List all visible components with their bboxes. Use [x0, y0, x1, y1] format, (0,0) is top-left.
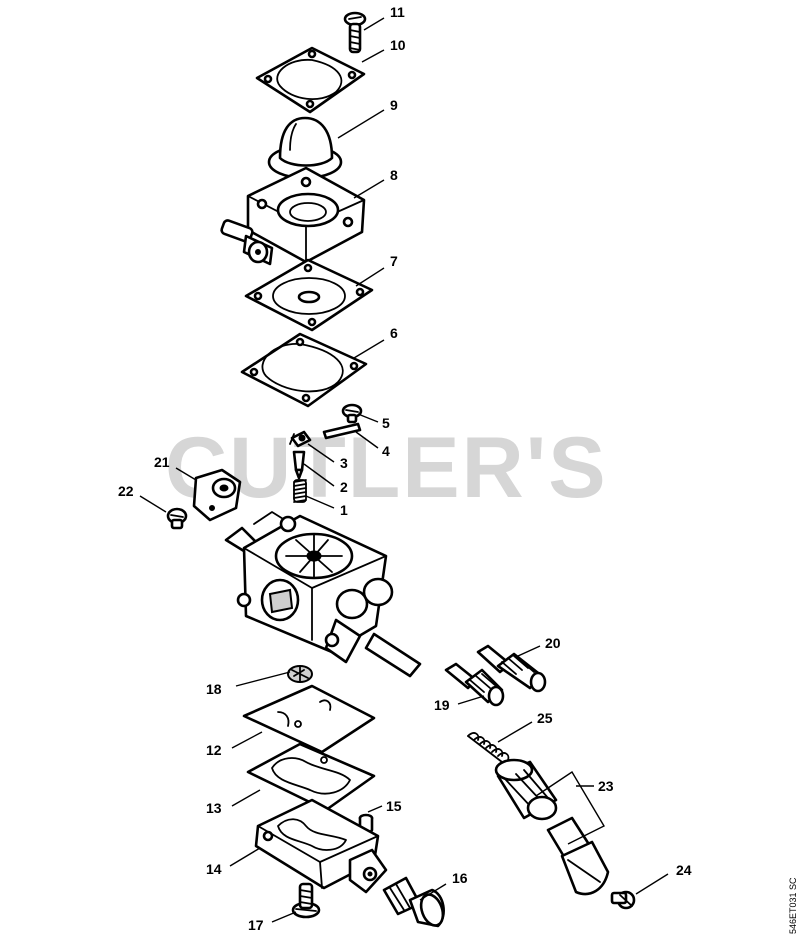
part-10-gasket[interactable]: [255, 46, 366, 114]
part-14-cover[interactable]: [254, 798, 388, 894]
part-3-control-lever[interactable]: [289, 430, 312, 448]
callout-3: 3: [340, 455, 348, 471]
part-25-spring[interactable]: [467, 732, 510, 763]
callout-19: 19: [434, 697, 450, 713]
part-12-diaphragm[interactable]: [242, 684, 376, 754]
part-23-knob-assembly[interactable]: [494, 758, 610, 896]
callout-20: 20: [545, 635, 561, 651]
callout-11: 11: [390, 4, 405, 20]
part-11-screw[interactable]: [343, 11, 367, 54]
callout-17: 17: [248, 917, 264, 933]
callout-12: 12: [206, 742, 222, 758]
part-6-gasket[interactable]: [240, 332, 368, 408]
callout-18: 18: [206, 681, 222, 697]
callout-16: 16: [452, 870, 468, 886]
callout-labels: 11 10 9 8 7 6 5 4 3 2 1 21 22 20 19 25 2…: [118, 4, 692, 933]
callout-24: 24: [676, 862, 692, 878]
callout-6: 6: [390, 325, 398, 341]
part-5-screw[interactable]: [341, 403, 363, 424]
callout-8: 8: [390, 167, 398, 183]
callout-21: 21: [154, 454, 170, 470]
callout-5: 5: [382, 415, 390, 431]
part-24-screw[interactable]: [610, 890, 636, 910]
callout-23: 23: [598, 778, 614, 794]
callout-15: 15: [386, 798, 402, 814]
callout-14: 14: [206, 861, 222, 877]
callout-25: 25: [537, 710, 553, 726]
part-2-inlet-needle[interactable]: [292, 450, 306, 480]
drawing-code: 546ET031 SC: [788, 877, 798, 934]
callout-1: 1: [340, 502, 348, 518]
callout-22: 22: [118, 483, 134, 499]
part-22-screw[interactable]: [166, 507, 188, 530]
part-21-lever[interactable]: [192, 468, 242, 522]
part-19-adjusting-screw[interactable]: [444, 662, 505, 707]
part-8-pump-housing[interactable]: [220, 166, 366, 266]
callout-13: 13: [206, 800, 222, 816]
callout-7: 7: [390, 253, 398, 269]
part-4-pin[interactable]: [322, 422, 362, 440]
callout-10: 10: [390, 37, 406, 53]
leader-lines: [139, 17, 669, 923]
part-7-diaphragm[interactable]: [244, 258, 374, 332]
callout-9: 9: [390, 97, 398, 113]
part-20-adjusting-screw[interactable]: [476, 644, 547, 693]
part-16-valve[interactable]: [382, 876, 447, 928]
callout-4: 4: [382, 443, 390, 459]
carburetor-body[interactable]: [224, 511, 422, 678]
part-17-screw[interactable]: [291, 882, 321, 919]
part-18-strainer[interactable]: [287, 665, 313, 683]
part-1-spring[interactable]: [293, 479, 307, 503]
callout-2: 2: [340, 479, 348, 495]
